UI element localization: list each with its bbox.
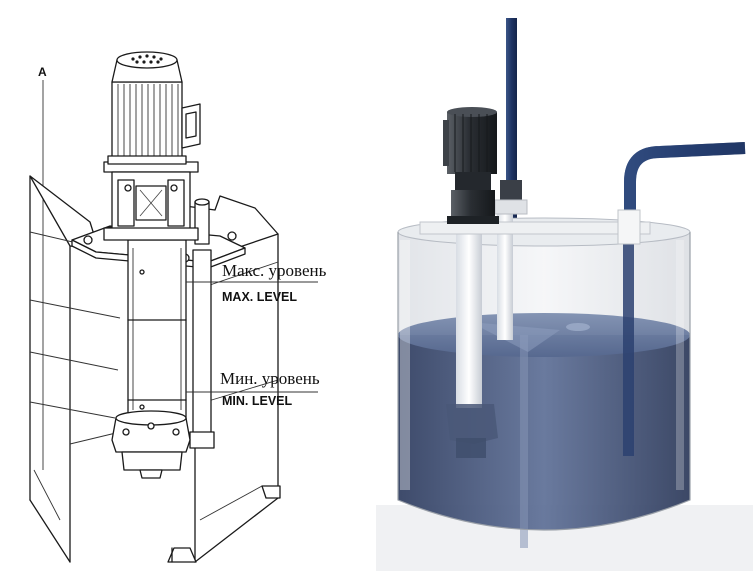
- suction-riser-pipe: [506, 18, 517, 228]
- max-level-annotation: Макс. уровень MAX. LEVEL: [186, 261, 327, 304]
- return-pipe-white: [497, 212, 513, 340]
- tank-baffle: [520, 335, 528, 548]
- coupling-lantern: [103, 161, 199, 241]
- pump-column: [127, 239, 187, 421]
- min-level-label-ru: Мин. уровень: [220, 369, 320, 388]
- max-level-label-ru: Макс. уровень: [222, 261, 327, 280]
- pipe-fitting: [617, 209, 641, 245]
- pump-volute: [111, 410, 191, 479]
- min-level-annotation: Мин. уровень MIN. LEVEL: [186, 369, 320, 408]
- marker-a-label: A: [38, 65, 47, 79]
- pipe-valve: [500, 180, 522, 204]
- rendered-motor: [443, 107, 499, 224]
- tank-lid-bracket: [419, 221, 651, 235]
- dip-pipe: [623, 236, 634, 456]
- min-level-label-en: MIN. LEVEL: [222, 394, 293, 408]
- motor: [107, 51, 201, 165]
- max-level-label-en: MAX. LEVEL: [222, 290, 297, 304]
- discharge-pipe: [189, 198, 215, 449]
- tank-outline: [397, 232, 691, 531]
- rendered-tank-illustration: [376, 18, 753, 571]
- submerged-pump-volute: [446, 404, 498, 444]
- tank-liquid: [398, 335, 690, 530]
- pump-column-white: [456, 228, 482, 408]
- line-drawing: A: [29, 51, 327, 563]
